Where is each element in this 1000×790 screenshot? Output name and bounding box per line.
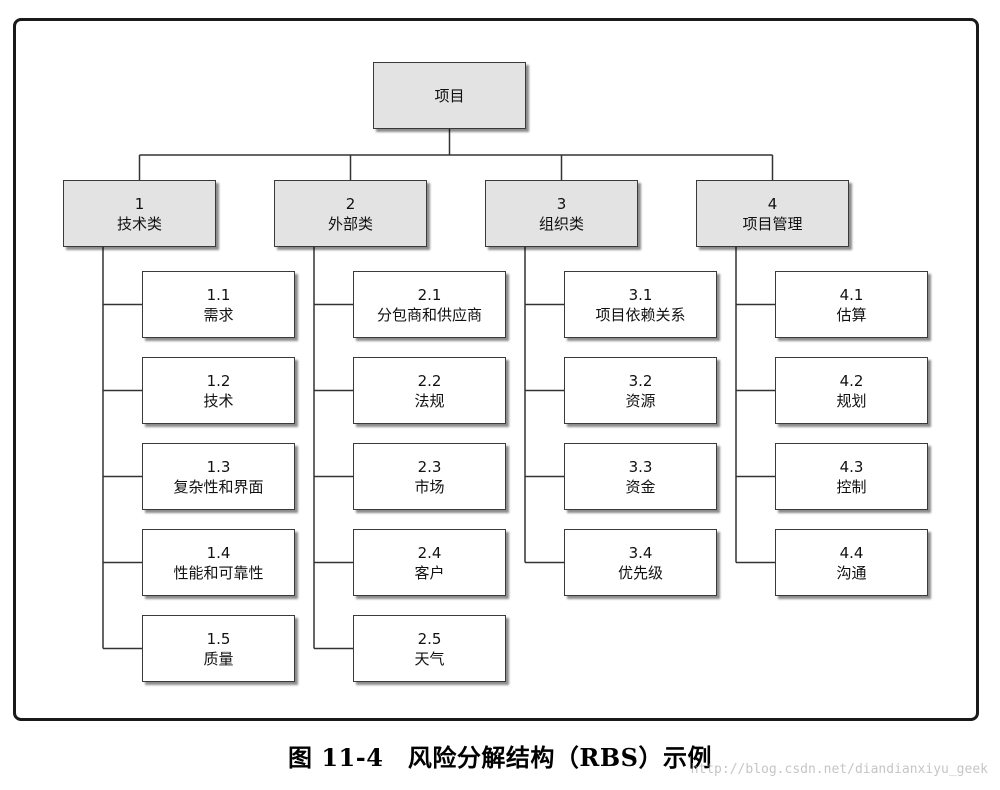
risk-node-3.2-label: 资源 (625, 391, 656, 410)
risk-node-3.4-label: 优先级 (617, 563, 663, 582)
category-node-2-label: 外部类 (327, 214, 373, 233)
risk-node-4.4-num: 4.4 (839, 543, 864, 562)
risk-node-2.2-num: 2.2 (417, 371, 442, 390)
category-node-2-num: 2 (345, 194, 356, 213)
risk-node-4.3-num: 4.3 (839, 457, 864, 476)
risk-node-2.3-num: 2.3 (417, 457, 442, 476)
risk-node-2.1-label: 分包商和供应商 (376, 305, 482, 324)
risk-node-3.1-num: 3.1 (628, 285, 653, 304)
risk-node-4.2-label: 规划 (836, 391, 867, 410)
risk-node-3.4-num: 3.4 (628, 543, 653, 562)
risk-node-3.1-label: 项目依赖关系 (595, 305, 686, 324)
risk-node-1.5-label: 质量 (203, 649, 234, 668)
risk-node-2.2-label: 法规 (414, 391, 445, 410)
risk-node-2.5-num: 2.5 (417, 629, 442, 648)
risk-node-1.1-num: 1.1 (206, 285, 231, 304)
risk-node-1.4-label: 性能和可靠性 (173, 563, 264, 582)
risk-node-1.5-num: 1.5 (206, 629, 231, 648)
category-node-3-num: 3 (556, 194, 567, 213)
risk-node-1.3-label: 复杂性和界面 (173, 477, 264, 496)
risk-node-1.4-num: 1.4 (206, 543, 231, 562)
risk-node-4.4-label: 沟通 (836, 563, 867, 582)
risk-node-2.4-num: 2.4 (417, 543, 442, 562)
risk-node-2.5-label: 天气 (414, 649, 445, 668)
risk-node-4.1-label: 估算 (836, 305, 867, 324)
risk-node-2.4-label: 客户 (414, 563, 445, 582)
risk-node-3.3-num: 3.3 (628, 457, 653, 476)
risk-node-4.2-num: 4.2 (839, 371, 864, 390)
risk-node-1.2-num: 1.2 (206, 371, 231, 390)
risk-node-1.3-num: 1.3 (206, 457, 231, 476)
category-node-4-label: 项目管理 (742, 214, 803, 233)
category-node-4-num: 4 (767, 194, 778, 213)
category-node-3-label: 组织类 (538, 214, 584, 233)
risk-node-4.3-label: 控制 (836, 477, 867, 496)
risk-node-2.3-label: 市场 (414, 477, 445, 496)
risk-node-3.3-label: 资金 (625, 477, 656, 496)
root-node: 项目 (373, 62, 526, 129)
risk-node-1.1-label: 需求 (203, 305, 234, 324)
category-node-1-num: 1 (134, 194, 145, 213)
risk-node-3.2-num: 3.2 (628, 371, 653, 390)
watermark: http://blog.csdn.net/diandianxiyu_geek (690, 762, 988, 777)
risk-node-4.1-num: 4.1 (839, 285, 864, 304)
risk-node-1.2-label: 技术 (203, 391, 234, 410)
risk-node-2.1-num: 2.1 (417, 285, 442, 304)
root-node-label: 项目 (434, 86, 465, 105)
figure-caption: 图 11-4 风险分解结构（RBS）示例 (288, 743, 712, 772)
category-node-1-label: 技术类 (116, 214, 162, 233)
